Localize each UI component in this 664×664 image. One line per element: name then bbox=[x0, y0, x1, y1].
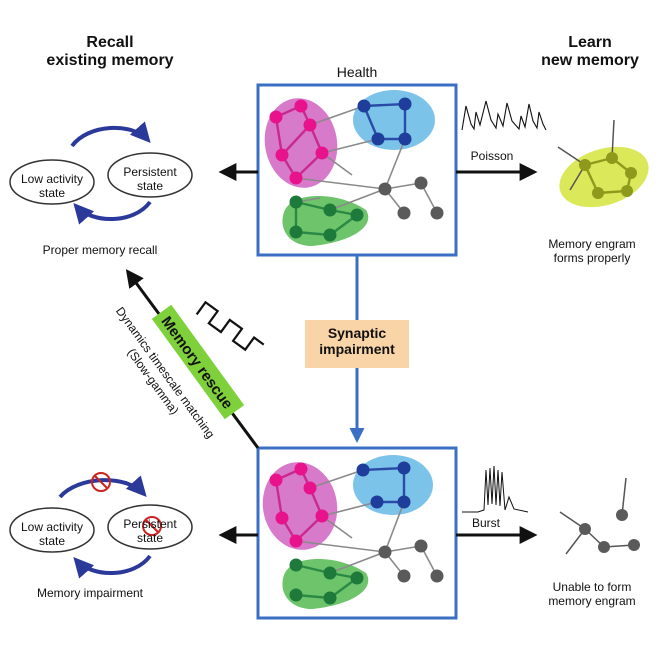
impaired-persistent-line2: state bbox=[136, 530, 163, 545]
left-header-line1: Recall bbox=[86, 34, 134, 51]
blue-cluster bbox=[353, 90, 435, 150]
engram-formed-line2: forms properly bbox=[553, 250, 631, 265]
synaptic-impairment-box bbox=[305, 320, 409, 368]
impaired-persistent-label: Persistent state bbox=[110, 517, 190, 546]
low-activity-state-line2: state bbox=[38, 185, 65, 200]
cycle-arrow-bottom bbox=[73, 200, 152, 225]
synaptic-impairment-line2: impairment bbox=[319, 341, 395, 358]
persistent-state-label: Persistent state bbox=[110, 165, 190, 194]
cycle-arrow-top bbox=[70, 121, 151, 148]
low-activity-state-label: Low activity state bbox=[12, 172, 92, 201]
synaptic-impairment-line1: Synaptic bbox=[327, 325, 387, 341]
impaired-state-cycle bbox=[9, 472, 193, 579]
left-header: Recall existing memory bbox=[30, 34, 190, 71]
formed-engram bbox=[557, 119, 649, 208]
low-activity-state-line1: Low activity bbox=[20, 172, 84, 186]
magenta-cluster bbox=[264, 98, 338, 188]
persistent-state-node bbox=[107, 152, 193, 198]
yellow-cluster bbox=[559, 146, 649, 208]
persistent-state-line2: state bbox=[136, 178, 163, 193]
memory-rescue-bar bbox=[151, 304, 245, 420]
prohibit-icon bbox=[142, 516, 162, 536]
right-header: Learn new memory bbox=[520, 34, 660, 71]
right-header-line1: Learn bbox=[568, 34, 612, 51]
unformed-engram bbox=[559, 477, 640, 555]
health-label: Health bbox=[336, 64, 378, 80]
recall-caption: Proper memory recall bbox=[42, 243, 158, 257]
engram-formed-caption: Memory engram forms properly bbox=[522, 237, 662, 266]
right-header-line2: new memory bbox=[541, 52, 639, 70]
poisson-label: Poisson bbox=[470, 149, 514, 163]
engram-unformed-line1: Unable to form bbox=[552, 580, 632, 594]
engram-unformed-line2: memory engram bbox=[548, 593, 636, 608]
prohibit-icon bbox=[91, 472, 111, 492]
memory-impairment-caption: Memory impairment bbox=[36, 586, 144, 600]
burst-label: Burst bbox=[471, 516, 500, 530]
impaired-persistent-line1: Persistent bbox=[123, 517, 177, 531]
engram-formed-line1: Memory engram bbox=[548, 237, 636, 251]
recall-state-cycle bbox=[9, 121, 193, 225]
impaired-network bbox=[256, 446, 458, 620]
health-network bbox=[256, 83, 458, 257]
impaired-low-activity-label: Low activity state bbox=[12, 520, 92, 549]
synaptic-impairment-label: Synaptic impairment bbox=[305, 325, 409, 357]
engram-unformed-caption: Unable to form memory engram bbox=[522, 580, 662, 609]
left-header-line2: existing memory bbox=[46, 52, 174, 70]
persistent-state-line1: Persistent bbox=[123, 165, 177, 179]
impaired-low-activity-line1: Low activity bbox=[20, 520, 84, 534]
low-activity-state-node bbox=[9, 159, 95, 205]
poisson-spike-train-icon bbox=[461, 100, 547, 131]
slow-gamma-square-wave-icon bbox=[195, 300, 265, 352]
burst-spike-train-icon bbox=[462, 465, 529, 513]
impaired-low-activity-line2: state bbox=[38, 533, 65, 548]
